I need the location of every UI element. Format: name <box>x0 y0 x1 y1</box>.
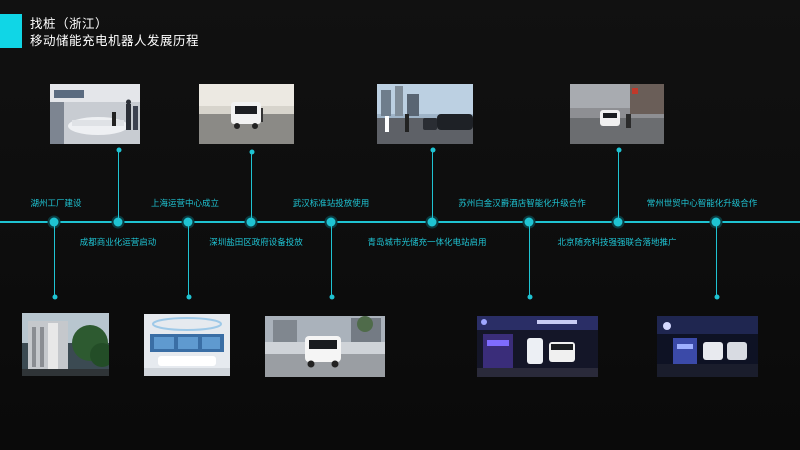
stem-down-7 <box>529 222 530 297</box>
event-label-chengdu: 成都商业化运营启动 <box>79 238 157 248</box>
stem-down-3 <box>188 222 189 297</box>
stem-up-6 <box>432 150 433 222</box>
event-label-beijing: 北京随充科技强强联合落地推广 <box>557 238 677 248</box>
event-label-suzhou: 苏州白金汉爵酒店智能化升级合作 <box>458 199 586 209</box>
page-title-company: 找桩（浙江） <box>30 16 109 31</box>
photo-world-trade-center <box>657 316 758 377</box>
stem-down-1 <box>54 222 55 297</box>
photo-operation-center <box>144 314 230 376</box>
event-label-wuhan: 武汉标准站投放使用 <box>292 199 370 209</box>
stem-end-up-6 <box>430 147 435 153</box>
stem-down-5 <box>331 222 332 297</box>
title-accent-bar <box>0 14 22 48</box>
timeline-axis <box>0 221 800 223</box>
timeline-node-8 <box>613 217 623 227</box>
stem-up-2 <box>118 150 119 222</box>
photo-building-sign <box>22 313 109 376</box>
event-label-changzhou: 常州世贸中心智能化升级合作 <box>646 199 758 209</box>
page-title-main: 移动储能充电机器人发展历程 <box>30 33 200 48</box>
stem-end-up-8 <box>616 147 621 153</box>
stem-end-down-9 <box>714 294 719 300</box>
timeline-node-2 <box>113 217 123 227</box>
photo-robot-street <box>199 84 294 144</box>
event-label-shenzhen: 深圳盐田区政府设备投放 <box>209 238 303 248</box>
photo-robot-government <box>265 316 385 377</box>
event-label-huzhou: 湖州工厂建设 <box>30 199 82 209</box>
stem-end-up-2 <box>116 147 121 153</box>
event-label-shanghai: 上海运营中心成立 <box>150 199 220 209</box>
photo-charging-station-night <box>477 316 598 377</box>
stem-end-down-5 <box>329 294 334 300</box>
stem-end-up-4 <box>249 149 254 155</box>
photo-robot-plaza <box>570 84 664 144</box>
timeline-node-6 <box>427 217 437 227</box>
timeline-node-4 <box>246 217 256 227</box>
stem-end-down-3 <box>186 294 191 300</box>
stem-end-down-7 <box>527 294 532 300</box>
event-label-qingdao: 青岛城市光储充一体化电站启用 <box>367 238 487 248</box>
stem-end-down-1 <box>52 294 57 300</box>
photo-office-showroom <box>50 84 140 144</box>
stem-up-8 <box>618 150 619 222</box>
stem-up-4 <box>251 152 252 222</box>
stem-down-9 <box>716 222 717 297</box>
photo-robot-city-cars <box>377 84 473 144</box>
